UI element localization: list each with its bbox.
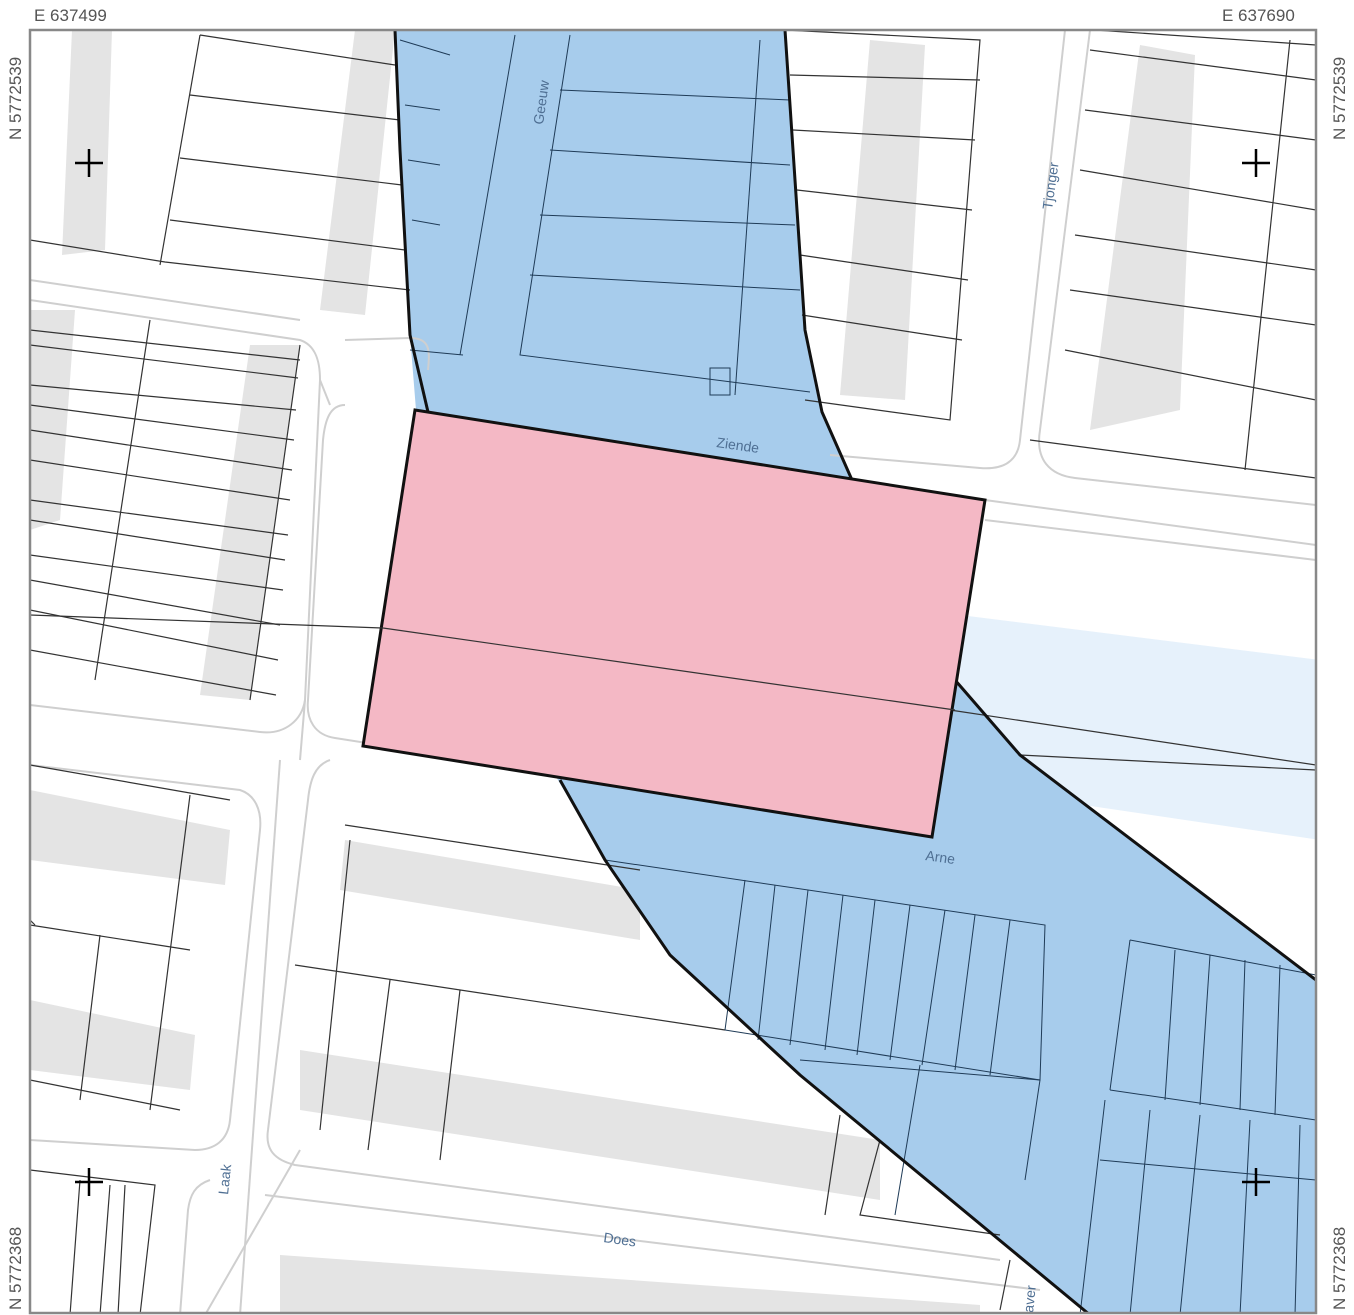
map-frame — [28, 28, 1318, 1315]
crosshair-icon-top-left — [75, 149, 103, 177]
road-outlines — [30, 30, 1316, 1313]
street-label-laak: Laak — [215, 1162, 234, 1195]
street-label-ziende: Ziende — [716, 434, 761, 456]
street-label-tjonger: Tjonger — [1039, 161, 1061, 211]
parcel-divider — [382, 627, 956, 711]
crosshair-icon-top-right — [1242, 149, 1270, 177]
street-label-does: Does — [603, 1229, 638, 1249]
grid-crosshairs — [75, 149, 1270, 1196]
highlighted-parcel[interactable] — [361, 408, 987, 839]
water-zone-lower — [555, 680, 1316, 1313]
crosshair-icon-bottom-left — [75, 1168, 103, 1196]
street-label-arne: Arne — [925, 847, 957, 867]
water-zone-upper — [395, 30, 852, 480]
street-label-geeuw: Geeuw — [530, 78, 552, 125]
water-zone-outline — [393, 30, 1316, 1313]
parcel-lines — [30, 30, 1316, 1313]
crosshair-icon-bottom-right — [1242, 1168, 1270, 1196]
street-label-aver: aver — [1020, 1284, 1039, 1313]
map-content: Geeuw Tjonger Ziende Arne Laak Does aver — [30, 30, 1316, 1313]
water-zone-parcels — [399, 34, 1316, 1313]
coord-east-west: E 637499 — [34, 6, 107, 25]
parcel-line-west — [30, 614, 384, 629]
coord-east-east: E 637690 — [1222, 6, 1295, 25]
